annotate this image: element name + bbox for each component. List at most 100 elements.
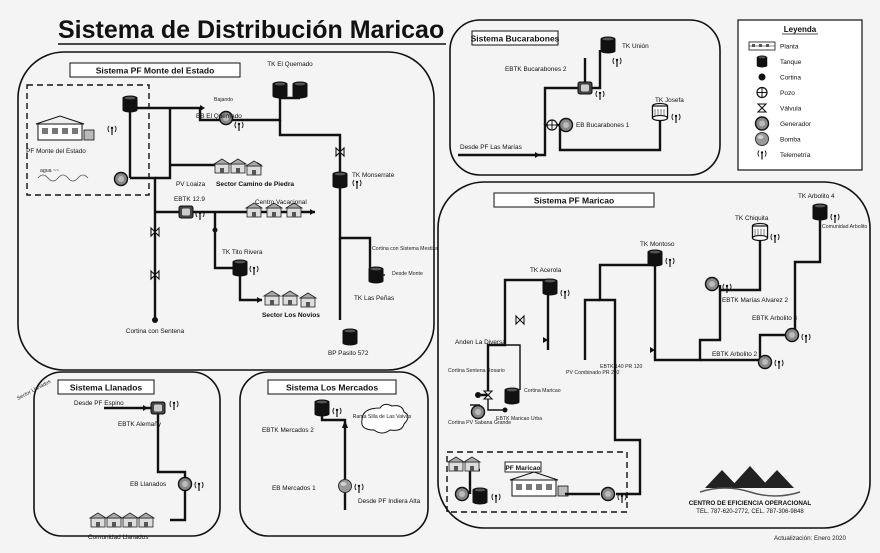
pump-icon <box>755 132 769 146</box>
label-vacacional: Centro Vacacional <box>255 199 307 206</box>
label-ebtk-arbolito2: EBTK Arbolito 2 <box>712 351 758 358</box>
plant-icon <box>509 471 569 497</box>
generator-icon <box>754 116 770 131</box>
region-bucarabones: Sistema Bucarabones TK Unión EBTK Bucara… <box>449 19 721 176</box>
label-comunidad-llanados: Comunidad Llanados <box>88 534 148 541</box>
region-header-llanados: Sistema Llanados <box>70 383 143 393</box>
region-llanados: Sistema Llanados Desde PF Espino EBTK Al… <box>16 371 221 541</box>
updated-note: Actualización: Enero 2020 <box>774 535 846 542</box>
region-header-monte: Sistema PF Monte del Estado <box>96 66 215 76</box>
ebtk-icon <box>150 401 166 415</box>
tank-icon <box>600 36 616 54</box>
well-icon <box>546 119 558 131</box>
telemetry-icon <box>770 233 780 244</box>
telemetry-icon <box>612 57 622 68</box>
note-bajar: Bajando <box>214 97 233 103</box>
label-quemado-tank: TK El Quemado <box>267 61 313 68</box>
tank-icon <box>232 259 248 277</box>
label-pf-maricao: PF Maricao <box>505 465 540 472</box>
label-pasoito: BP Pasito 572 <box>328 350 369 357</box>
tank-icon <box>751 222 769 242</box>
legend-item: Tanque <box>756 55 802 68</box>
legend-item-label: Planta <box>780 44 799 51</box>
region-header-mercados: Sistema Los Mercados <box>286 383 378 393</box>
sketch-wave <box>37 174 89 182</box>
valve-icon <box>515 315 525 325</box>
note-cloud <box>361 403 409 434</box>
well-icon <box>756 86 768 99</box>
telemetry-icon <box>194 481 204 492</box>
telemetry-icon <box>332 407 342 418</box>
sketch-note: agua ~~ <box>40 168 59 174</box>
label-lalanza: Sector Los Novios <box>262 312 320 319</box>
tank-icon <box>342 328 358 346</box>
legend-item: Cortina <box>758 73 801 82</box>
label-cortina-maricao: Cortina Maricao <box>524 388 561 394</box>
tank-icon <box>542 278 558 296</box>
house-icon <box>105 512 123 528</box>
plant-icon <box>748 41 776 51</box>
legend-item-label: Tanque <box>780 59 802 66</box>
label-union: TK Unión <box>622 43 649 50</box>
label-loaiza: PV Loaiza <box>176 181 206 188</box>
label-ebtk-mercados2: EBTK Mercados 2 <box>262 427 314 434</box>
label-desde-indiera: Desde PF Indiera Alta <box>358 498 421 505</box>
tank-icon <box>368 266 384 284</box>
telemetry-icon <box>169 400 179 411</box>
label-desde-espino: Desde PF Espino <box>74 400 124 407</box>
telemetry-icon <box>830 213 840 224</box>
label-quemado-eb: EB El Quemado <box>196 113 242 120</box>
house-icon <box>447 456 465 472</box>
telemetry-icon <box>107 125 117 136</box>
house-icon <box>245 160 263 176</box>
generator-icon <box>177 476 193 492</box>
region-header-bucarabones: Sistema Bucarabones <box>471 34 560 44</box>
generator-icon <box>470 404 486 420</box>
house-icon <box>121 512 139 528</box>
generator-icon <box>454 486 470 502</box>
diagram-title: Sistema de Distribución Maricao <box>58 16 444 44</box>
tank-icon <box>472 487 488 505</box>
label-desde-monte: Desde Monte <box>392 271 423 277</box>
dot-icon <box>758 73 766 81</box>
label-arbolito4: TK Arbolito 4 <box>798 193 835 200</box>
tank-icon <box>647 249 663 267</box>
label-anden: Anden La Diversa <box>455 339 506 346</box>
dot-icon <box>152 317 158 323</box>
label-monserrate: TK Monserrate <box>352 172 395 179</box>
label-josefa: TK Josefa <box>655 97 684 104</box>
telemetry-icon <box>801 333 811 344</box>
plant-box-monte <box>26 84 150 196</box>
tank-icon <box>314 399 330 417</box>
telemetry-icon <box>491 493 501 504</box>
legend: Leyenda PlantaTanqueCortinaPozoVálvulaGe… <box>737 19 863 171</box>
label-pf-monte: PF Monte del Estado <box>26 148 86 155</box>
legend-item: Pozo <box>756 86 795 99</box>
generator-icon <box>784 327 800 343</box>
generator-icon <box>113 171 129 187</box>
label-pv-combinado: PV Combinado PR 202 <box>566 370 620 376</box>
label-eb-mercados1: EB Mercados 1 <box>272 485 316 492</box>
telemetry-icon <box>595 90 605 101</box>
ebtk-icon <box>577 81 593 95</box>
house-icon <box>137 512 155 528</box>
legend-item-label: Pozo <box>780 90 795 97</box>
telemetry-icon <box>774 359 784 370</box>
label-ebtk-alemany: EBTK Alemañy <box>118 421 162 428</box>
legend-item: Telemetría <box>757 149 811 161</box>
region-maricao: Sistema PF Maricao PF Maricao <box>437 181 871 529</box>
house-icon <box>281 290 299 306</box>
logo-line1: CENTRO DE EFICIENCIA OPERACIONAL <box>689 500 812 507</box>
generator-icon <box>704 276 720 292</box>
house-icon <box>263 290 281 306</box>
region-header-maricao: Sistema PF Maricao <box>534 196 614 206</box>
telemetry-icon <box>234 121 244 132</box>
telemetry-icon <box>665 257 675 268</box>
telemetry-icon <box>560 289 570 300</box>
telemetry-icon <box>617 493 627 504</box>
telemetry-icon <box>354 483 364 494</box>
label-cortina-delos: Cortina con Sistema Mestiza <box>372 246 438 252</box>
label-camino-piedra: Sector Camino de Piedra <box>216 181 294 188</box>
